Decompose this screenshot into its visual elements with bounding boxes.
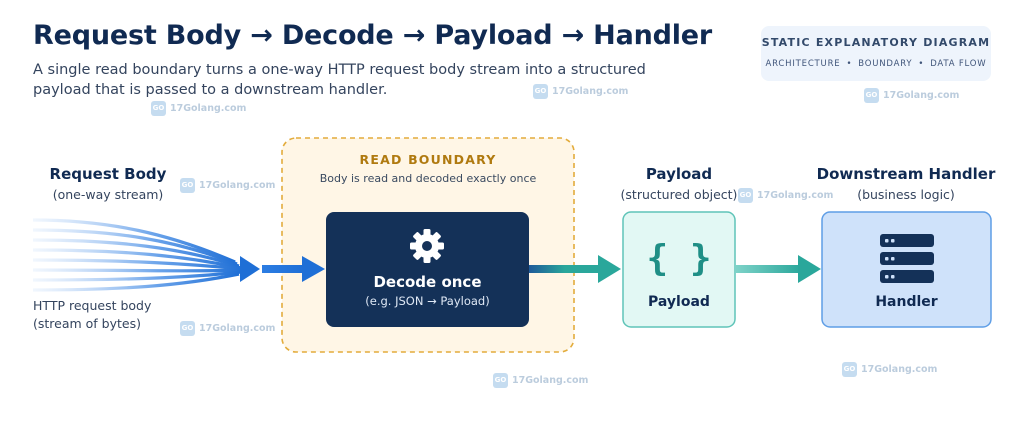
- tag-item-data-flow: DATA FLOW: [930, 59, 987, 69]
- tag-items: ARCHITECTURE•BOUNDARY•DATA FLOW: [765, 59, 987, 69]
- payload-title: Payload: [645, 165, 713, 183]
- read-boundary-subtitle: Body is read and decoded exactly once: [319, 172, 537, 185]
- handler-box-label: Handler: [875, 294, 938, 310]
- watermark-text: 17Golang.com: [199, 323, 276, 334]
- watermark-text: 17Golang.com: [757, 190, 834, 201]
- watermark-text: 17Golang.com: [883, 90, 960, 101]
- watermark-logo: GO: [151, 101, 166, 116]
- stream-arrow-head: [240, 256, 260, 282]
- watermark: GO 17Golang.com: [842, 362, 937, 377]
- request-body-label: Request Body (one-way stream): [33, 165, 183, 202]
- stream-lines: [32, 218, 244, 292]
- http-request-note: HTTP request body (stream of bytes): [33, 297, 151, 333]
- decode-subtitle: (e.g. JSON → Payload): [365, 294, 490, 308]
- watermark-logo: GO: [533, 84, 548, 99]
- decode-title: Decode once: [373, 273, 482, 291]
- handler-title: Downstream Handler: [816, 165, 996, 183]
- tag-item-boundary: BOUNDARY: [858, 59, 913, 69]
- arrow-payload-to-handler-head: [798, 255, 821, 283]
- watermark-text: 17Golang.com: [861, 364, 938, 375]
- handler-box: [821, 211, 992, 328]
- braces-icon: { }: [646, 238, 711, 279]
- watermark: GO 17Golang.com: [180, 178, 275, 193]
- watermark-logo: GO: [493, 373, 508, 388]
- payload-subtitle: (structured object): [620, 187, 738, 202]
- diagram-tag: STATIC EXPLANATORY DIAGRAM ARCHITECTURE•…: [761, 26, 991, 81]
- watermark-logo: GO: [180, 321, 195, 336]
- watermark: GO 17Golang.com: [738, 188, 833, 203]
- arrow-into-decode-shaft: [262, 265, 304, 273]
- watermark: GO 17Golang.com: [864, 88, 959, 103]
- read-boundary-title: READ BOUNDARY: [359, 152, 497, 167]
- server-icon: [880, 234, 934, 283]
- request-body-title: Request Body: [49, 165, 167, 183]
- watermark-text: 17Golang.com: [170, 103, 247, 114]
- watermark: GO 17Golang.com: [493, 373, 588, 388]
- page-subtitle: A single read boundary turns a one-way H…: [33, 62, 646, 98]
- tag-title: STATIC EXPLANATORY DIAGRAM: [761, 36, 991, 49]
- watermark-logo: GO: [864, 88, 879, 103]
- payload-label: Payload (structured object): [604, 165, 754, 202]
- page-title: Request Body → Decode → Payload → Handle…: [33, 20, 713, 51]
- watermark-logo: GO: [180, 178, 195, 193]
- request-body-subtitle: (one-way stream): [52, 187, 164, 202]
- payload-box-label: Payload: [648, 294, 710, 310]
- watermark: GO 17Golang.com: [151, 101, 246, 116]
- watermark: GO 17Golang.com: [533, 84, 628, 99]
- decode-box: [326, 212, 529, 327]
- watermark-logo: GO: [738, 188, 753, 203]
- arrow-into-decode-head: [302, 256, 325, 282]
- arrow-payload-to-handler-shaft: [735, 265, 801, 273]
- watermark-logo: GO: [842, 362, 857, 377]
- gear-icon: [410, 229, 444, 263]
- arrow-decode-to-payload-head: [598, 255, 621, 283]
- watermark: GO 17Golang.com: [180, 321, 275, 336]
- arrow-decode-to-payload-shaft: [529, 265, 601, 273]
- handler-label: Downstream Handler (business logic): [806, 165, 1006, 202]
- handler-subtitle: (business logic): [857, 187, 955, 202]
- tag-item-architecture: ARCHITECTURE: [765, 59, 841, 69]
- http-note-line-1: HTTP request body: [33, 298, 152, 313]
- watermark-text: 17Golang.com: [512, 375, 589, 386]
- watermark-text: 17Golang.com: [552, 86, 629, 97]
- http-note-line-2: (stream of bytes): [33, 316, 141, 331]
- watermark-text: 17Golang.com: [199, 180, 276, 191]
